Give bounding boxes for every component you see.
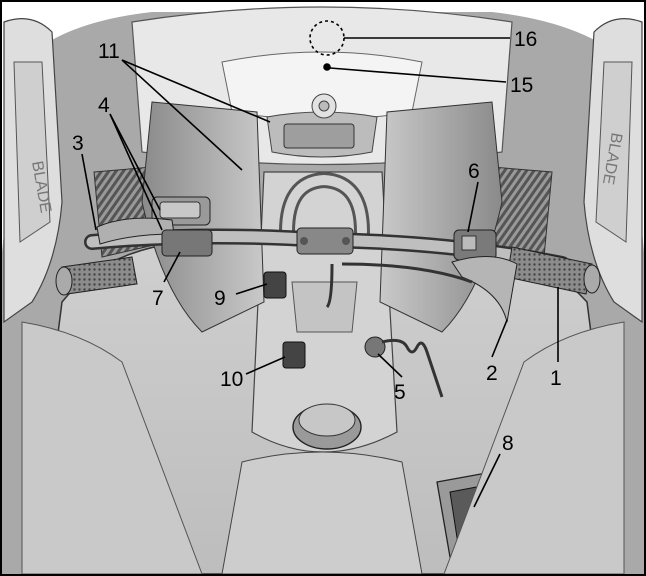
switch-9 <box>264 272 286 298</box>
seat-front <box>222 452 422 574</box>
callout-3: 3 <box>72 132 84 155</box>
callout-5: 5 <box>394 381 406 404</box>
callout-2: 2 <box>486 362 498 385</box>
callout-16: 16 <box>514 28 537 51</box>
callout-7: 7 <box>152 287 164 310</box>
callout-10: 10 <box>220 368 243 391</box>
callout-1: 1 <box>550 367 562 390</box>
callout-4: 4 <box>98 94 110 117</box>
callout-11: 11 <box>98 40 120 63</box>
callout-15: 15 <box>510 74 533 97</box>
switch-10 <box>283 342 305 368</box>
callout-9: 9 <box>214 287 226 310</box>
callout-8: 8 <box>502 432 514 455</box>
callout-6: 6 <box>468 160 480 183</box>
fuel-cap <box>293 404 361 449</box>
